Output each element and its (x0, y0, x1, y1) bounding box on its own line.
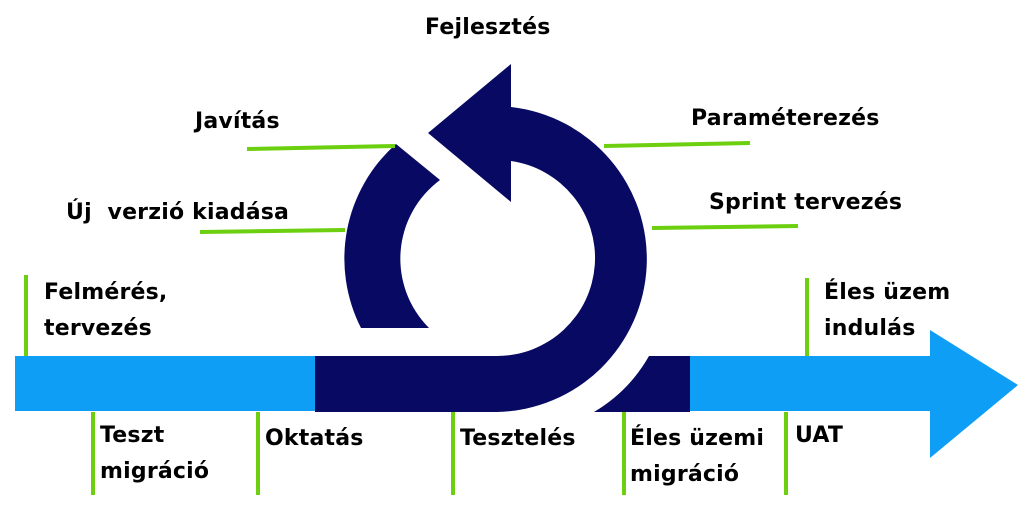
label-line: migráció (100, 459, 210, 484)
label-line: UAT (795, 423, 844, 448)
timeline-arrow-right (688, 330, 1018, 458)
leader-line-javitas (246, 144, 396, 151)
label-uj-verzio: Új verzió kiadása (66, 200, 290, 225)
loop-arrow-main (315, 64, 647, 412)
label-line: Oktatás (265, 426, 364, 451)
label-sprint-tervezes: Sprint tervezés (709, 190, 903, 215)
loop-arrow-left-segment (344, 144, 440, 328)
label-line: Éles üzemi (630, 426, 765, 451)
label-line: indulás (824, 316, 916, 341)
loop-arrow-tail-segment (594, 356, 690, 412)
timeline-bar-left (15, 356, 317, 411)
label-line: migráció (630, 462, 740, 487)
label-line: tervezés (44, 316, 152, 341)
label-teszteles: Tesztelés (460, 421, 576, 457)
leader-line-uj-verzio (199, 228, 346, 234)
label-felmeres: Felmérés, tervezés (44, 275, 167, 347)
label-line: Éles üzem (824, 280, 951, 305)
label-line: Tesztelés (460, 426, 576, 451)
label-parameterezes: Paraméterezés (691, 106, 880, 131)
label-line: Felmérés, (44, 280, 168, 305)
leader-line-sprint (651, 224, 799, 230)
label-line: Teszt (100, 423, 165, 448)
label-eles-uzem-indulas: Éles üzem indulás (824, 275, 950, 347)
label-uat: UAT (795, 418, 843, 454)
label-teszt-migracio: Teszt migráció (100, 418, 209, 490)
label-eles-uzemi-migracio: Éles üzemi migráció (630, 421, 764, 493)
label-oktatas: Oktatás (265, 421, 364, 457)
label-fejlesztes: Fejlesztés (425, 15, 551, 40)
leader-line-parameterezes (603, 141, 751, 148)
label-javitas: Javítás (195, 109, 280, 134)
